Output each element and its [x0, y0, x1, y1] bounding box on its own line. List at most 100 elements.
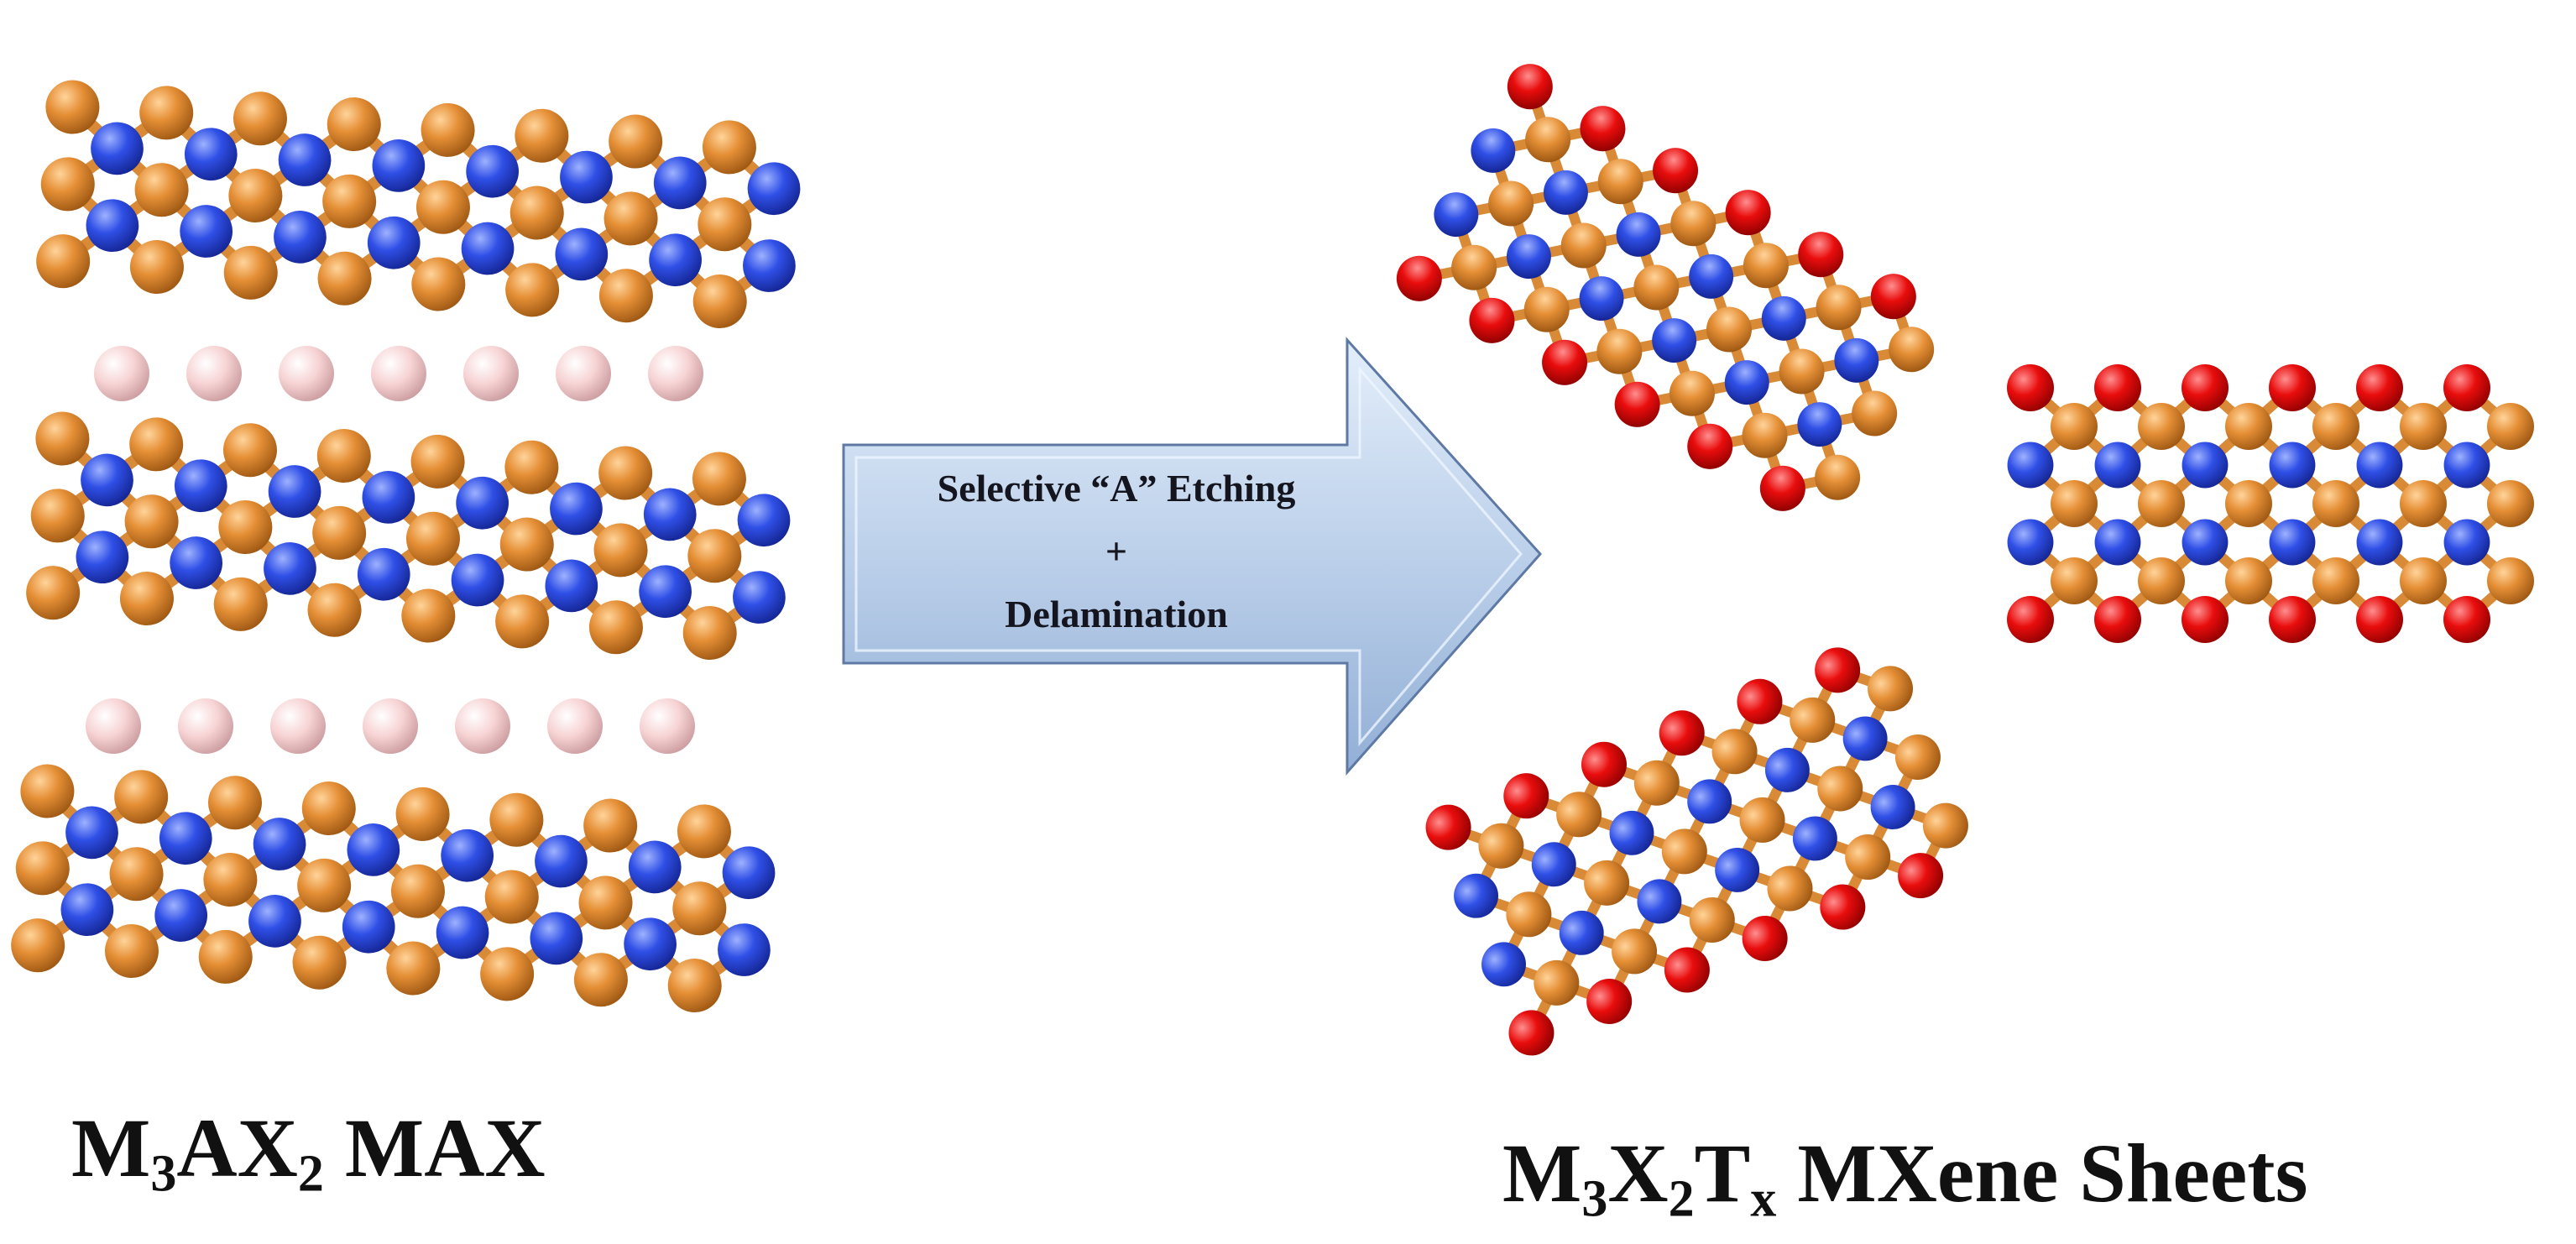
- mxene-sheets: [1396, 64, 2534, 1056]
- metal-atom: [1584, 860, 1630, 906]
- x-atom: [1616, 212, 1661, 257]
- x-atom: [347, 823, 400, 876]
- metal-atom: [495, 594, 550, 649]
- metal-atom: [2400, 403, 2447, 450]
- metal-atom: [104, 924, 159, 979]
- x-atom: [451, 553, 504, 607]
- metal-atom: [35, 411, 90, 466]
- a-layer-atom: [270, 698, 326, 754]
- terminal-atom: [1503, 773, 1549, 819]
- x-atom: [2356, 519, 2403, 566]
- x-atom: [1792, 816, 1837, 861]
- metal-atom: [2225, 557, 2272, 604]
- metal-atom: [698, 197, 752, 252]
- metal-atom: [218, 500, 273, 555]
- metal-atom: [2138, 403, 2185, 450]
- terminal-atom: [2356, 364, 2403, 411]
- a-layer-atom: [640, 698, 695, 754]
- x-atom: [456, 476, 509, 530]
- a-layer-atom: [648, 346, 703, 401]
- x-atom: [722, 846, 776, 900]
- mxene-caption-text: MXene Sheets: [1776, 1126, 2308, 1220]
- x-atom: [1761, 295, 1806, 341]
- metal-atom: [692, 452, 746, 506]
- metal-atom: [1711, 729, 1758, 775]
- metal-atom: [222, 423, 277, 478]
- mxene-caption-x: X: [1607, 1126, 1669, 1220]
- metal-atom: [1815, 454, 1861, 500]
- mxene-sheet-lower: [1425, 647, 1968, 1056]
- metal-atom: [509, 186, 564, 240]
- metal-atom: [2400, 480, 2447, 527]
- mxene-sheet-upper: [1396, 64, 1935, 511]
- metal-atom: [1739, 797, 1785, 843]
- metal-atom: [2487, 480, 2534, 527]
- mxene-caption-t-sub: x: [1750, 1170, 1777, 1228]
- x-atom: [436, 906, 489, 959]
- metal-atom: [327, 97, 381, 152]
- x-atom: [649, 233, 702, 287]
- max-layer-middle: [26, 411, 791, 661]
- x-atom: [441, 828, 494, 882]
- metal-atom: [1534, 959, 1580, 1006]
- x-atom: [747, 162, 801, 216]
- a-layer-atom: [556, 346, 611, 401]
- x-atom: [1481, 942, 1526, 987]
- arrow-label-line1: Selective “A” Etching: [937, 467, 1296, 510]
- metal-atom: [20, 764, 75, 818]
- metal-atom: [1612, 928, 1658, 975]
- max-caption-text: MAX: [323, 1101, 546, 1194]
- metal-atom: [134, 163, 189, 217]
- arrow-bevel: [854, 366, 1523, 747]
- x-atom: [1724, 360, 1769, 405]
- x-atom: [550, 482, 603, 536]
- metal-atom: [40, 157, 95, 212]
- metal-atom: [316, 429, 371, 483]
- metal-atom: [484, 870, 539, 924]
- metal-atom: [1525, 117, 1571, 163]
- x-atom: [357, 547, 410, 601]
- a-layer-atom: [94, 346, 149, 401]
- x-atom: [2269, 519, 2316, 566]
- max-caption-a: A: [176, 1101, 238, 1194]
- a-layer-upper: [94, 346, 703, 401]
- metal-atom: [2138, 557, 2185, 604]
- metal-atom: [401, 588, 456, 643]
- x-atom: [643, 488, 697, 541]
- a-layer-atom: [463, 346, 519, 401]
- metal-atom: [1868, 666, 1914, 712]
- x-atom: [2094, 442, 2141, 489]
- metal-atom: [1669, 370, 1715, 416]
- x-atom: [248, 895, 301, 948]
- x-atom: [362, 471, 415, 524]
- x-atom: [1531, 842, 1576, 887]
- terminal-atom: [1759, 465, 1805, 511]
- x-atom: [2007, 519, 2054, 566]
- metal-atom: [687, 529, 742, 583]
- terminal-atom: [1798, 232, 1844, 278]
- x-atom: [653, 156, 707, 210]
- metal-atom: [15, 841, 70, 896]
- metal-atom: [390, 864, 445, 918]
- metal-atom: [233, 91, 287, 146]
- x-atom: [372, 139, 426, 192]
- x-atom: [1637, 879, 1682, 924]
- terminal-atom: [1581, 741, 1628, 787]
- a-layer-lower: [86, 698, 695, 754]
- metal-atom: [598, 446, 653, 500]
- metal-atom: [2312, 403, 2359, 450]
- x-atom: [1797, 402, 1842, 447]
- metal-atom: [2487, 403, 2534, 450]
- metal-atom: [489, 792, 544, 847]
- terminal-atom: [1659, 710, 1705, 756]
- metal-atom: [2051, 557, 2098, 604]
- a-layer-atom: [371, 346, 426, 401]
- mxene-caption-x-sub: 2: [1668, 1170, 1695, 1228]
- x-atom: [274, 211, 327, 264]
- x-atom: [2007, 442, 2054, 489]
- metal-atom: [307, 583, 362, 637]
- x-atom: [2443, 442, 2490, 489]
- x-atom: [2269, 442, 2316, 489]
- metal-atom: [415, 180, 470, 234]
- metal-atom: [682, 606, 737, 661]
